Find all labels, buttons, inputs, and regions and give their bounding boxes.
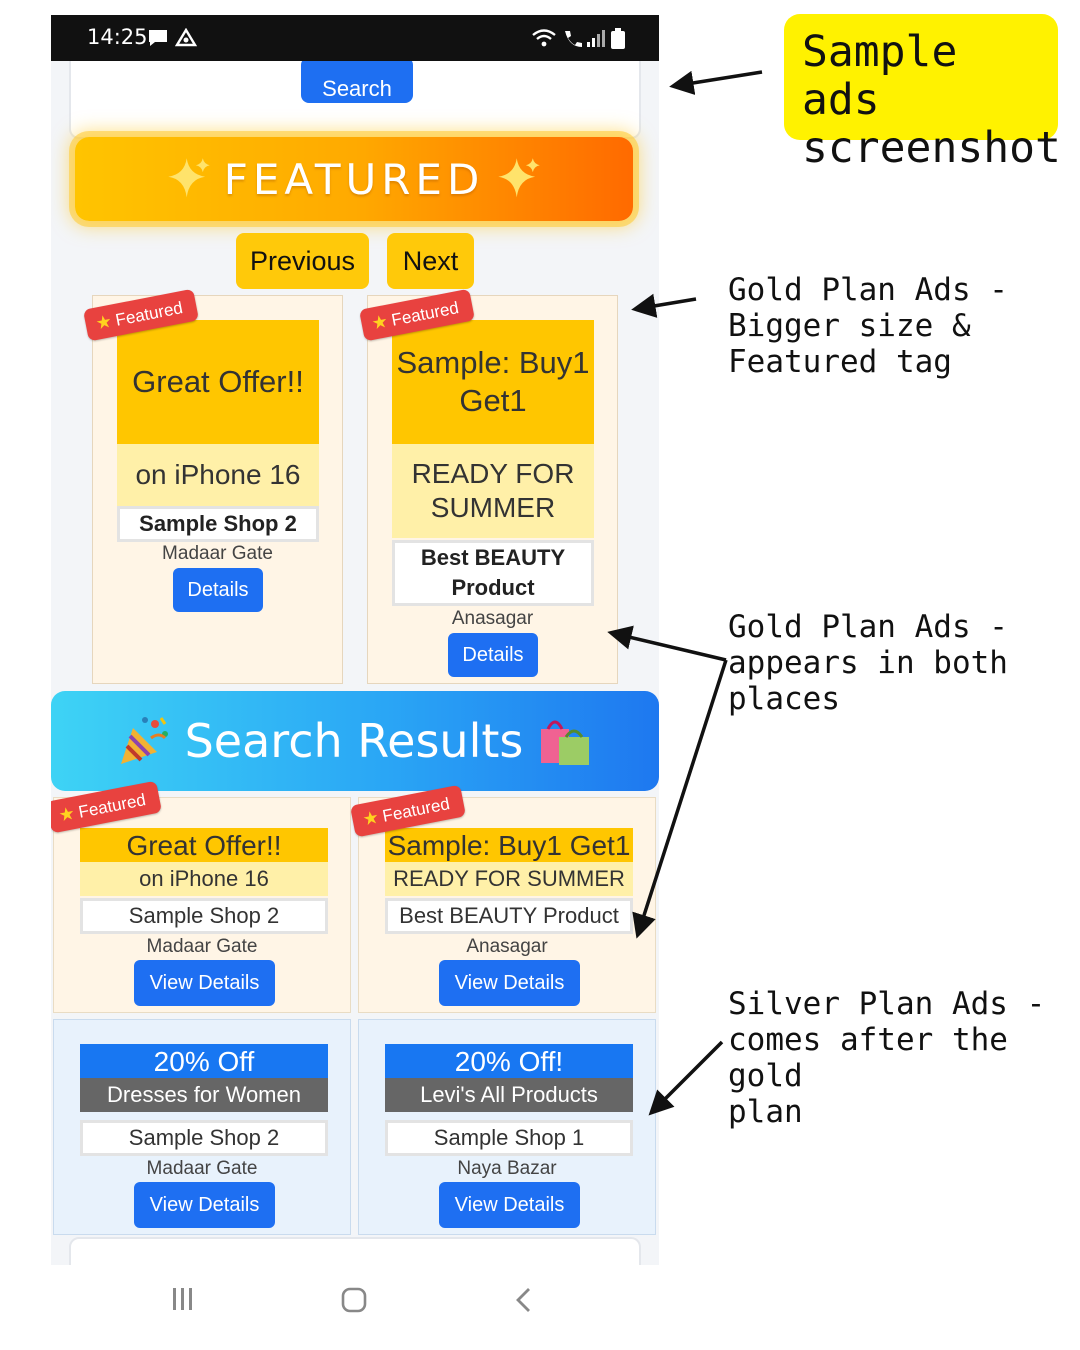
chat-icon <box>149 30 167 46</box>
silver-result-card[interactable]: 20% Off! Levi's All Products Sample Shop… <box>358 1019 656 1235</box>
result-title: 20% Off! <box>385 1044 633 1078</box>
arrow-to-featured-card-2 <box>607 625 727 662</box>
result-shop: Sample Shop 2 <box>80 898 328 934</box>
status-bar: 14:25 <box>51 15 659 61</box>
card-headline: Sample: Buy1 Get1 <box>392 320 594 444</box>
drive-icon <box>175 28 197 47</box>
details-button[interactable]: Details <box>448 633 538 677</box>
result-subtitle: READY FOR SUMMER <box>385 862 633 896</box>
search-results-banner: Search Results <box>51 691 659 791</box>
signal-icon <box>587 30 605 47</box>
card-shop: Sample Shop 2 <box>117 506 319 542</box>
gold-result-card[interactable]: Great Offer!! on iPhone 16 Sample Shop 2… <box>53 797 351 1013</box>
sparkle-icon <box>167 158 210 198</box>
search-results-title: Search Results <box>184 714 524 768</box>
result-subtitle: Levi's All Products <box>385 1078 633 1112</box>
annotation-gold-both: Gold Plan Ads - appears in both places <box>728 609 1008 717</box>
result-subtitle: Dresses for Women <box>80 1078 328 1112</box>
arrow-to-silver-cards <box>648 1040 724 1116</box>
view-details-button[interactable]: View Details <box>439 1182 580 1228</box>
arrow-to-result-card <box>632 659 728 939</box>
sparkle-icon <box>498 158 541 198</box>
shopping-bags-icon <box>541 720 590 765</box>
status-time: 14:25 <box>87 25 148 49</box>
next-section-card <box>69 1237 641 1265</box>
card-location: Anasagar <box>451 608 534 629</box>
featured-title: FEATURED <box>223 154 485 204</box>
recent-apps-icon[interactable] <box>170 1286 196 1312</box>
gold-result-card[interactable]: Sample: Buy1 Get1 READY FOR SUMMER Best … <box>358 797 656 1013</box>
annotation-title-note: Sample ads screenshot <box>784 14 1061 172</box>
result-location: Naya Bazar <box>457 1158 557 1179</box>
search-button[interactable]: Search <box>301 57 413 103</box>
next-button[interactable]: Next <box>387 233 474 289</box>
call-icon <box>565 31 582 47</box>
star-icon: ★ <box>93 310 114 334</box>
annotation-silver: Silver Plan Ads - comes after the gold p… <box>728 986 1046 1130</box>
battery-icon <box>611 28 625 49</box>
featured-card[interactable]: Sample: Buy1 Get1 READY FOR SUMMER Best … <box>367 295 618 684</box>
result-location: Madaar Gate <box>146 1158 258 1179</box>
card-subline: on iPhone 16 <box>117 444 319 506</box>
result-shop: Sample Shop 2 <box>80 1120 328 1156</box>
details-button[interactable]: Details <box>173 568 263 612</box>
previous-button[interactable]: Previous <box>236 233 369 289</box>
arrow-to-screen <box>669 70 763 96</box>
view-details-button[interactable]: View Details <box>134 960 275 1006</box>
card-headline: Great Offer!! <box>117 320 319 444</box>
card-location: Madaar Gate <box>162 543 273 564</box>
featured-banner: FEATURED <box>75 137 633 221</box>
result-title: Great Offer!! <box>80 828 328 862</box>
star-icon: ★ <box>360 806 381 830</box>
result-title: Sample: Buy1 Get1 <box>385 828 633 862</box>
result-shop: Best BEAUTY Product <box>385 898 633 934</box>
result-location: Madaar Gate <box>146 936 258 957</box>
party-popper-icon <box>120 717 168 764</box>
card-shop: Best BEAUTY Product <box>392 540 594 606</box>
arrow-to-featured-cards <box>631 293 697 318</box>
featured-card[interactable]: Great Offer!! on iPhone 16 Sample Shop 2… <box>92 295 343 684</box>
card-subline: READY FOR SUMMER <box>392 444 594 538</box>
silver-result-card[interactable]: 20% Off Dresses for Women Sample Shop 2 … <box>53 1019 351 1235</box>
star-icon: ★ <box>369 310 390 334</box>
result-title: 20% Off <box>80 1044 328 1078</box>
view-details-button[interactable]: View Details <box>439 960 580 1006</box>
result-location: Anasagar <box>466 936 548 957</box>
back-icon[interactable] <box>512 1286 536 1314</box>
view-details-button[interactable]: View Details <box>134 1182 275 1228</box>
result-subtitle: on iPhone 16 <box>80 862 328 896</box>
wifi-icon <box>532 29 556 47</box>
home-icon[interactable] <box>340 1286 368 1314</box>
phone-screen: 14:25 Search FEATURED Previous Next Grea… <box>51 15 659 1265</box>
result-shop: Sample Shop 1 <box>385 1120 633 1156</box>
annotation-gold-size: Gold Plan Ads - Bigger size & Featured t… <box>728 272 1008 380</box>
star-icon: ★ <box>56 802 77 826</box>
